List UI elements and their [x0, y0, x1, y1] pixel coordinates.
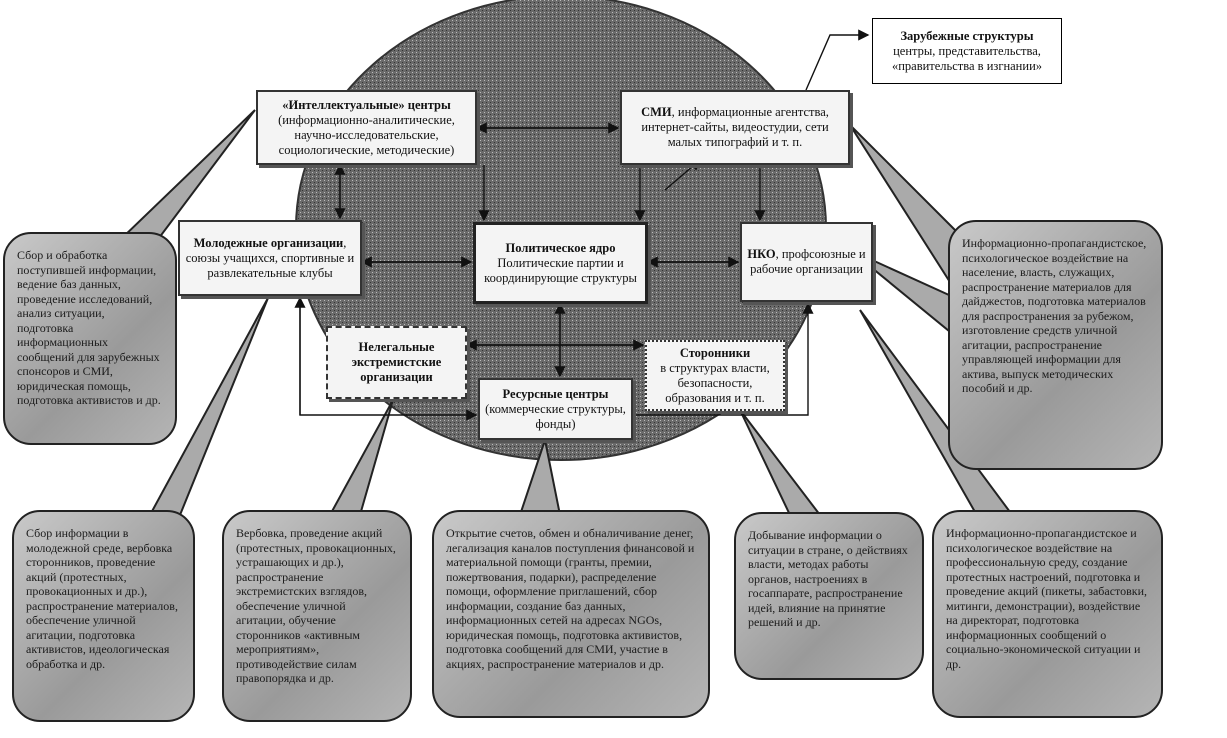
youth-title: Молодежные организации — [193, 235, 344, 250]
foreign-text: центры, представительства, «правительств… — [891, 43, 1043, 73]
callout-illegal: Вербовка, проведение акций (протестных, … — [222, 510, 412, 722]
connector-arrows — [294, 29, 870, 421]
media-box: СМИ, информационные агентства, интернет-… — [620, 90, 850, 165]
intellectual-title: «Интеллектуальные» центры — [282, 97, 451, 112]
callout-supporters: Добывание информации о ситуации в стране… — [734, 512, 924, 680]
core-title: Политическое ядро — [505, 240, 616, 255]
callout-nko: Информационно-пропагандистское и психоло… — [932, 510, 1163, 718]
intellectual-centers-box: «Интеллектуальные» центры(информационно-… — [256, 90, 477, 165]
callout-resource: Открытие счетов, обмен и обналичивание д… — [432, 510, 710, 718]
youth-organizations-box: Молодежные организации, союзы учащихся, … — [178, 220, 362, 296]
core-text: Политические партии и координирующие стр… — [484, 255, 637, 285]
resource-text: (коммерческие структуры, фонды) — [485, 401, 626, 431]
nko-box: НКО, профсоюзные и рабочие организации — [740, 222, 873, 302]
resource-title: Ресурсные центры — [502, 386, 609, 401]
media-text: , информационные агентства, интернет-сай… — [641, 105, 829, 149]
youth-text: , союзы учащихся, спортивные и развлекат… — [185, 235, 355, 280]
intellectual-text: (информационно-аналитические, научно-исс… — [278, 112, 455, 157]
nko-title: НКО — [747, 247, 776, 261]
callout-youth: Сбор информации в молодежной среде, верб… — [12, 510, 195, 722]
nko-text: , профсоюзные и рабочие организации — [750, 247, 866, 276]
callout-intellectual: Сбор и обработка поступившей информации,… — [3, 232, 177, 445]
media-title: СМИ — [641, 105, 672, 119]
supporters-text: в структурах власти, безопасности, образ… — [660, 360, 770, 405]
callout-media: Информационно-пропагандистское, психолог… — [948, 220, 1163, 470]
illegal-organizations-box: Нелегальные экстремистские организации — [326, 326, 467, 399]
resource-centers-box: Ресурсные центры(коммерческие структуры,… — [478, 378, 633, 440]
illegal-title: Нелегальные экстремистские организации — [351, 340, 442, 384]
foreign-title: Зарубежные структуры — [900, 28, 1034, 43]
supporters-title: Сторонники — [679, 345, 751, 360]
